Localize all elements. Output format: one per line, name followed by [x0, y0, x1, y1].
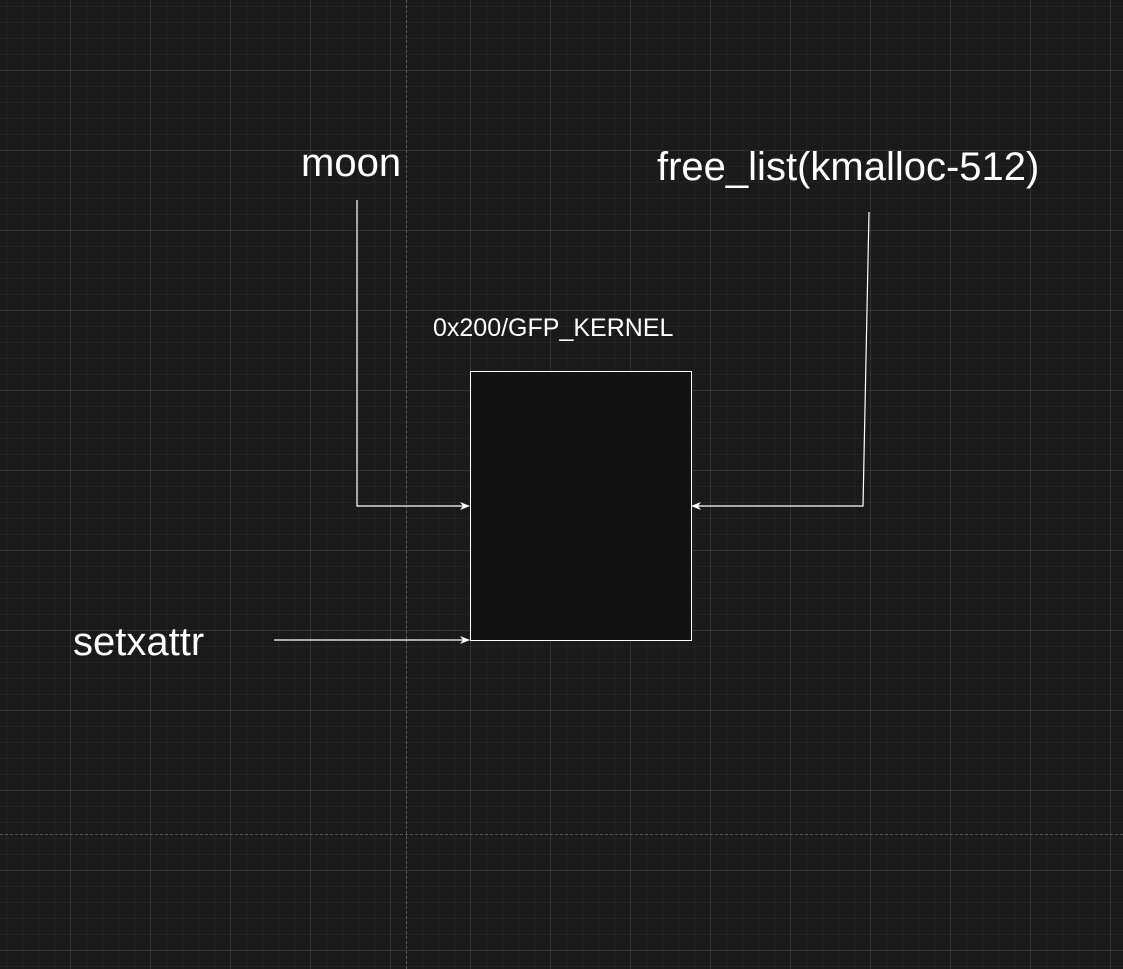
- node-label-setxattr[interactable]: setxattr: [73, 620, 205, 664]
- chunk-size-label: 0x200/GFP_KERNEL: [433, 314, 674, 342]
- edge-moon-to-chunk[interactable]: [356, 200, 470, 510]
- edge-free-list-to-chunk[interactable]: [691, 211, 870, 510]
- node-label-moon[interactable]: moon: [301, 141, 402, 185]
- memory-chunk-block[interactable]: [470, 371, 692, 641]
- horizontal-guide-line: [0, 834, 1123, 835]
- node-label-free-list[interactable]: free_list(kmalloc-512): [657, 145, 1040, 189]
- vertical-guide-line: [406, 0, 407, 969]
